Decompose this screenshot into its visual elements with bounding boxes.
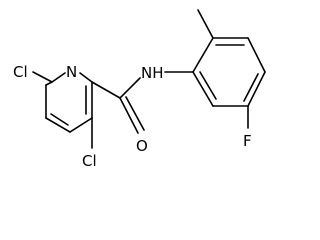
bond (192, 71, 214, 107)
bond-carbonyl-nh (119, 77, 141, 99)
bond (45, 117, 71, 133)
benzene-ring (192, 37, 266, 107)
chemical-structure: N Cl Cl NH O F (13, 9, 266, 170)
carbonyl-double-bond (119, 97, 139, 134)
bond (50, 113, 69, 126)
bond (45, 81, 53, 86)
bond (51, 72, 66, 83)
bond (247, 37, 266, 73)
pyridine-ring (45, 72, 93, 133)
atom-n-ring: N (66, 63, 77, 81)
bond-c2-carbonyl (91, 81, 121, 99)
bond (79, 72, 93, 83)
bond (192, 37, 214, 73)
bond-methyl (197, 9, 214, 39)
atom-o: O (136, 137, 148, 155)
bond-c6-cl (32, 71, 53, 83)
atom-cl-bottom: Cl (82, 152, 97, 170)
atom-f: F (243, 132, 252, 150)
atom-nh: NH (141, 64, 164, 82)
bond (247, 71, 266, 107)
bond (199, 71, 217, 100)
bond (243, 73, 259, 102)
atom-cl-top: Cl (13, 63, 28, 81)
bond (69, 117, 93, 133)
carbonyl-double-bond (125, 96, 145, 131)
